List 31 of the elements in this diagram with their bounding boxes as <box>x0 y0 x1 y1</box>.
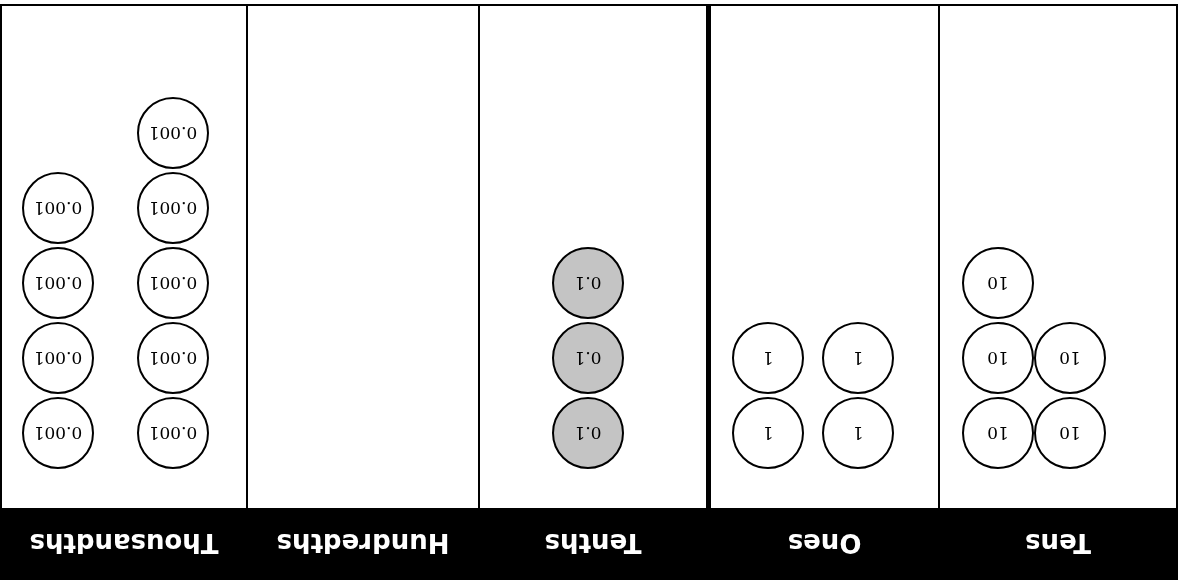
place-value-column <box>706 4 940 580</box>
place-value-disk: 0.001 <box>22 397 94 469</box>
column-header: Thousandths <box>2 508 246 578</box>
place-value-disk: 0.1 <box>552 397 624 469</box>
place-value-column <box>0 4 248 580</box>
place-value-disk: 0.1 <box>552 322 624 394</box>
place-value-disk: 0.001 <box>22 172 94 244</box>
place-value-disk: 1 <box>732 322 804 394</box>
place-value-disk: 10 <box>962 397 1034 469</box>
place-value-disk: 0.001 <box>137 97 209 169</box>
column-header: Tens <box>940 508 1176 578</box>
place-value-disk: 10 <box>962 247 1034 319</box>
place-value-disk: 0.001 <box>137 172 209 244</box>
column-header: Ones <box>711 508 938 578</box>
column-header: Tenths <box>480 508 706 578</box>
place-value-column <box>478 4 708 580</box>
place-value-disk: 10 <box>1034 322 1106 394</box>
place-value-disk: 0.001 <box>137 247 209 319</box>
place-value-disk: 1 <box>732 397 804 469</box>
place-value-disk: 0.001 <box>22 247 94 319</box>
place-value-column <box>938 4 1178 580</box>
place-value-disk: 1 <box>822 397 894 469</box>
column-header: Hundredths <box>248 508 478 578</box>
place-value-disk: 1 <box>822 322 894 394</box>
place-value-disk: 0.001 <box>22 322 94 394</box>
place-value-disk: 0.001 <box>137 322 209 394</box>
place-value-column <box>246 4 480 580</box>
place-value-disk: 10 <box>962 322 1034 394</box>
place-value-disk: 0.1 <box>552 247 624 319</box>
place-value-disk: 10 <box>1034 397 1106 469</box>
place-value-disk: 0.001 <box>137 397 209 469</box>
